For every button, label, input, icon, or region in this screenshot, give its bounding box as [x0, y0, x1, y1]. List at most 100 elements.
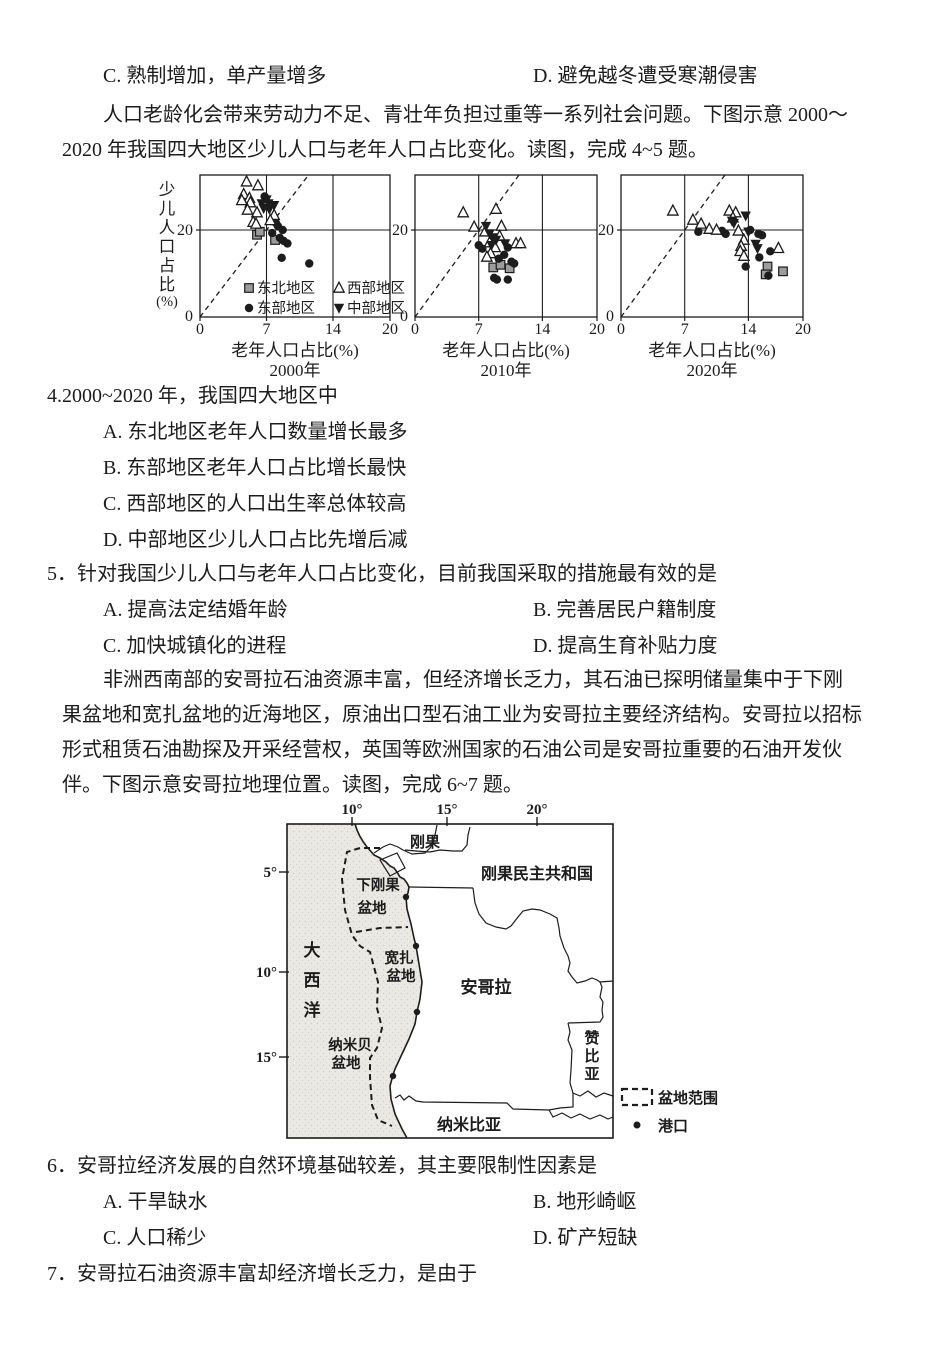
y-axis-title-char: 占 [159, 256, 176, 275]
marker-triangle-down [740, 211, 751, 222]
basin-extent-legend-label: 盆地范围 [657, 1089, 718, 1107]
plot-border [414, 174, 598, 318]
y-axis-title-char: 口 [159, 237, 176, 256]
marker-triangle-up [332, 280, 346, 293]
marker-circle [277, 253, 286, 263]
question-4-stem: 4.2000~2020 年，我国四大地区中 [47, 385, 338, 407]
angola-location-map: 10° 15° 20° 5° 10° 15° 大西洋 刚果 刚果民主共和国 安哥… [256, 802, 718, 1139]
marker-circle [764, 271, 773, 280]
namibe-basin-label-1: 纳米贝 [328, 1036, 372, 1054]
marker-circle [721, 229, 730, 239]
marker-circle [305, 259, 314, 268]
marker-triangle-down [264, 204, 275, 215]
marker-circle [755, 253, 764, 262]
port-dot [402, 893, 410, 901]
marker-triangle-up [732, 223, 745, 236]
namibe-basin-label-2: 盆地 [332, 1054, 361, 1072]
namibia-zambia-border [548, 1109, 614, 1120]
drc-label: 刚果民主共和国 [481, 864, 593, 883]
x-tick-label: 0 [196, 321, 204, 338]
marker-triangle-up [666, 203, 680, 216]
x-tick-label: 7 [475, 321, 483, 338]
marker-triangle-down [333, 303, 345, 314]
marker-circle [492, 275, 502, 284]
marker-triangle-up [467, 219, 481, 232]
lat-label-10: 10° [256, 965, 277, 981]
port-dot [413, 1008, 421, 1016]
marker-triangle-up [456, 205, 470, 218]
plot-border [199, 174, 391, 318]
lat-label-15: 15° [256, 1050, 277, 1066]
marker-triangle-down [499, 239, 511, 250]
marker-triangle-up [250, 205, 264, 218]
legend-label: 东部地区 [257, 300, 315, 317]
angola-drc-border [472, 887, 604, 1024]
namibia-label: 纳米比亚 [437, 1115, 501, 1134]
question-5-option-c: C. 加快城镇化的进程 [103, 635, 287, 657]
dashed-reference-line [199, 174, 310, 318]
plot-border [620, 174, 804, 318]
graticule-ticks [279, 817, 538, 1058]
y-axis-title-char: 比 [159, 275, 176, 294]
basin-extent-legend-swatch [620, 1087, 654, 1107]
marker-triangle-down [268, 201, 280, 212]
lon-label-20: 20° [527, 802, 548, 818]
question-6-option-d: D. 矿产短缺 [533, 1227, 638, 1249]
y-axis-title-unit: (%) [156, 294, 178, 310]
drc-border-east-stub [599, 980, 614, 983]
marker-triangle-up [489, 201, 503, 214]
marker-circle [757, 231, 767, 240]
marker-circle [494, 254, 503, 263]
marker-circle [509, 259, 519, 268]
question-5-option-d: D. 提高生育补贴力度 [533, 635, 718, 657]
question-4-option-d: D. 中部地区少儿人口占比先增后减 [103, 529, 408, 551]
legend-label: 中部地区 [347, 300, 405, 317]
x-axis-title: 老年人口占比(%) [648, 341, 775, 360]
marker-triangle-up [737, 248, 751, 261]
question-5-stem: 5．针对我国少儿人口与老年人口占比变化，目前我国采取的措施最有效的是 [47, 563, 717, 585]
ocean-label: 大西洋 [304, 940, 321, 1020]
x-tick-label: 14 [740, 321, 756, 338]
question-5-option-b: B. 完善居民户籍制度 [533, 599, 717, 621]
marker-triangle-up [235, 193, 249, 206]
x-axis-title: 老年人口占比(%) [231, 341, 358, 360]
question-4-option-a: A. 东北地区老年人口数量增长最多 [103, 421, 408, 443]
angola-north-border [408, 886, 474, 889]
marker-circle [694, 227, 703, 236]
angola-label: 安哥拉 [461, 977, 512, 997]
angola-paragraph-line1: 非洲西南部的安哥拉石油资源丰富，但经济增长乏力，其石油已探明储量集中于下刚 [103, 669, 843, 691]
cabinda-outline [379, 852, 406, 877]
y-zero-label: 0 [400, 308, 408, 325]
x-tick-label: 20 [382, 321, 398, 338]
marker-circle [283, 239, 292, 248]
x-tick-label: 14 [325, 321, 341, 338]
question-5-option-a: A. 提高法定结婚年龄 [103, 599, 288, 621]
question-6-option-c: C. 人口稀少 [103, 1227, 207, 1249]
angola-namibia-border [394, 1093, 574, 1111]
marker-circle [244, 303, 254, 313]
x-axis-title: 老年人口占比(%) [442, 341, 569, 360]
y-axis-title-char: 人 [159, 218, 176, 237]
congo-border-east [404, 826, 471, 853]
marker-triangle-up [495, 218, 508, 231]
angola-paragraph-line4: 伴。下图示意安哥拉地理位置。读图，完成 6~7 题。 [62, 774, 523, 796]
question-6-stem: 6．安哥拉经济发展的自然环境基础较差，其主要限制性因素是 [47, 1155, 597, 1177]
congo-label: 刚果 [410, 834, 441, 851]
chart-year-label: 2020年 [687, 361, 738, 380]
y-axis-title-char: 儿 [159, 199, 176, 218]
marker-triangle-up [264, 213, 277, 226]
basin-dashed-main [340, 847, 393, 1127]
question-6-option-b: B. 地形崎岖 [533, 1191, 637, 1213]
x-tick-label: 0 [617, 321, 625, 338]
marker-triangle-down [752, 244, 763, 255]
marker-circle [766, 247, 775, 256]
lon-label-10: 10° [342, 802, 363, 818]
country-borders [373, 824, 614, 1120]
port-dot [412, 942, 420, 950]
dashed-reference-line [620, 174, 726, 318]
kwanza-basin-label-1: 宽扎 [384, 949, 414, 967]
x-tick-label: 0 [411, 321, 419, 338]
marker-triangle-up [723, 203, 736, 216]
marker-triangle-up [514, 236, 527, 249]
